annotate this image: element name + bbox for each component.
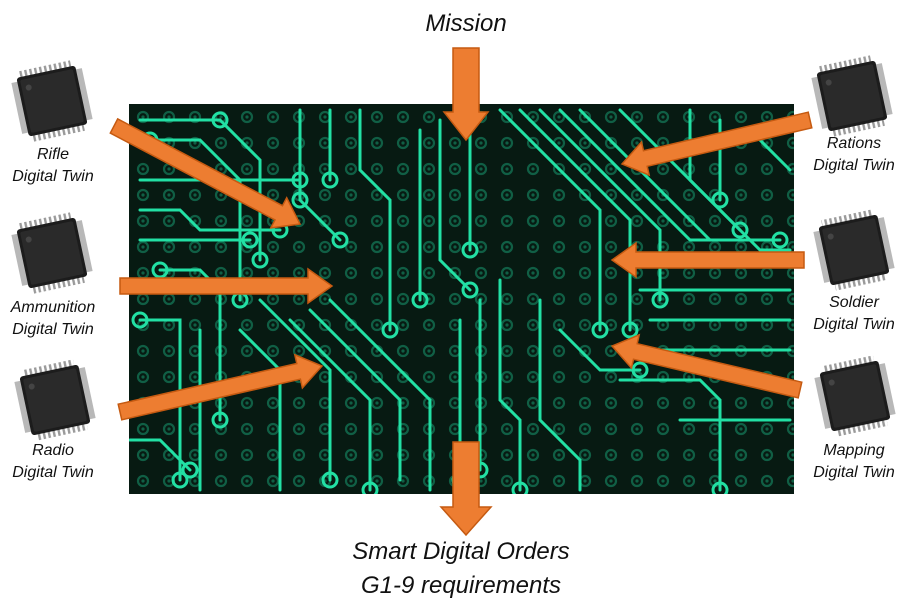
rifle-twin-label: Rifle Digital Twin xyxy=(0,144,106,188)
ammunition-twin-label: Ammunition Digital Twin xyxy=(0,297,106,341)
mapping-twin-line2: Digital Twin xyxy=(813,464,895,481)
rations-twin-label: Rations Digital Twin xyxy=(802,133,906,177)
ammunition-arrow xyxy=(119,267,334,305)
output-line1: Smart Digital Orders xyxy=(352,538,570,565)
ammunition-twin-line1: Ammunition xyxy=(10,299,96,316)
output-arrow xyxy=(439,441,493,537)
soldier-twin-line1: Soldier xyxy=(829,294,879,311)
soldier-twin-label: Soldier Digital Twin xyxy=(802,292,906,336)
mapping-arrow xyxy=(610,333,803,399)
soldier-arrow xyxy=(610,241,805,279)
microchip-icon xyxy=(813,209,895,291)
ammunition-twin-line2: Digital Twin xyxy=(12,321,94,338)
radio-arrow xyxy=(117,353,324,421)
chip-icons-group xyxy=(11,55,896,441)
radio-twin-line2: Digital Twin xyxy=(12,464,94,481)
radio-twin-label: Radio Digital Twin xyxy=(0,440,106,484)
microchip-icon xyxy=(811,55,893,137)
mission-arrow xyxy=(442,47,490,142)
mapping-twin-label: Mapping Digital Twin xyxy=(802,440,906,484)
soldier-twin-line2: Digital Twin xyxy=(813,316,895,333)
radio-twin-line1: Radio xyxy=(32,442,74,459)
rations-arrow xyxy=(620,111,813,177)
rations-twin-line2: Digital Twin xyxy=(813,157,895,174)
arrows-group xyxy=(109,47,813,537)
microchip-icon xyxy=(11,212,93,294)
circuit-board-image xyxy=(129,104,794,494)
mapping-twin-line1: Mapping xyxy=(823,442,885,459)
rifle-twin-line2: Digital Twin xyxy=(12,168,94,185)
microchip-icon xyxy=(14,359,96,441)
rifle-twin-line1: Rifle xyxy=(36,146,69,163)
rations-twin-line1: Rations xyxy=(826,135,882,152)
rifle-arrow xyxy=(109,117,302,229)
mission-label: Mission xyxy=(425,10,507,37)
output-label: Smart Digital Orders G1-9 requirements xyxy=(306,535,616,603)
microchip-icon xyxy=(11,60,93,142)
microchip-icon xyxy=(814,355,896,437)
output-line2: G1-9 requirements xyxy=(360,572,562,599)
